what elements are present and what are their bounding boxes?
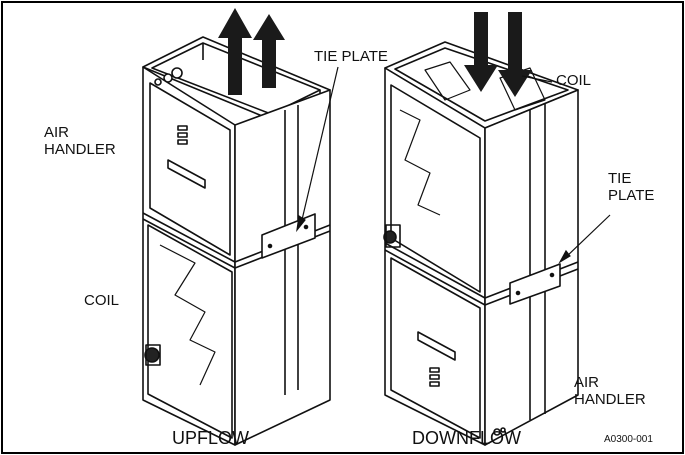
downflow-tie-plate: [509, 263, 561, 305]
upflow-right-face: [234, 89, 331, 446]
upflow-tie-plate-label: TIE PLATE: [314, 48, 388, 65]
upflow-caption: UPFLOW: [172, 428, 250, 448]
upflow-arrow-up-left: [218, 8, 252, 95]
downflow-coil-label: COIL: [556, 72, 592, 89]
downflow-air-handler-label: AIR HANDLER: [574, 374, 646, 408]
downflow-tie-plate-label: TIE PLATE: [608, 170, 655, 204]
upflow-airflow-arrows: [218, 8, 285, 95]
downflow-front-face: [384, 67, 486, 446]
upflow-unit: [142, 36, 331, 446]
downflow-unit: [383, 41, 579, 446]
upflow-coil-label: COIL: [84, 292, 120, 309]
figure-code: A0300-001: [604, 434, 653, 445]
downflow-caption: DOWNFLOW: [412, 428, 521, 448]
downflow-arrow-down-left: [464, 12, 498, 92]
upflow-arrow-up-right: [253, 14, 285, 88]
upflow-front-face: [142, 66, 236, 446]
upflow-air-handler-label: AIR HANDLER: [44, 124, 116, 158]
downflow-right-face: [484, 89, 579, 446]
